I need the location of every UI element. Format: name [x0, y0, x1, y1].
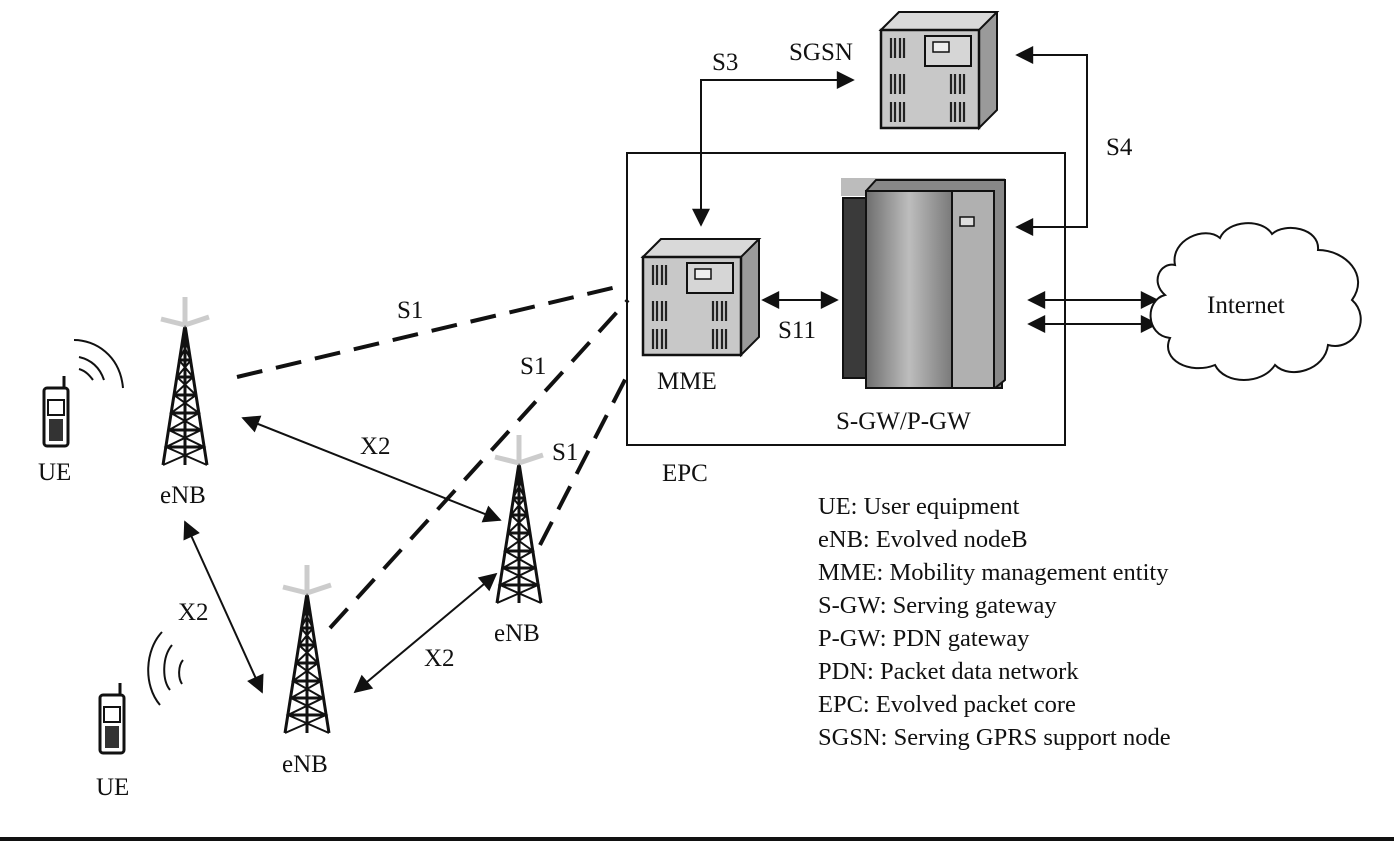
- gateway-server-icon: [841, 178, 1006, 389]
- ue-label-2: UE: [96, 774, 129, 801]
- s3-label: S3: [712, 49, 738, 76]
- ue-phone-icon: [42, 374, 70, 448]
- abbreviation-legend: UE: User equipment eNB: Evolved nodeB MM…: [818, 490, 1171, 754]
- s4-label: S4: [1106, 134, 1133, 161]
- x2-link-enb1-enb2: [241, 415, 502, 523]
- epc-label: EPC: [662, 460, 708, 487]
- radio-waves-icon: [147, 631, 184, 706]
- x2-label-c: X2: [424, 645, 455, 672]
- s11-label: S11: [778, 317, 816, 344]
- s3-link: [692, 71, 855, 227]
- s1-link-enb2: [538, 369, 632, 546]
- mme-label: MME: [657, 368, 717, 395]
- radio-waves-icon: [73, 339, 124, 389]
- internet-cloud-icon: [1149, 222, 1362, 381]
- legend-item: UE: User equipment: [818, 493, 1020, 520]
- enb-label-1: eNB: [160, 482, 206, 509]
- ue-label-1: UE: [38, 459, 71, 486]
- legend-item: S-GW: Serving gateway: [818, 592, 1057, 619]
- legend-item: eNB: Evolved nodeB: [818, 526, 1028, 553]
- enb-tower-icon: [495, 435, 543, 603]
- legend-item: P-GW: PDN gateway: [818, 625, 1030, 652]
- s1-label-a: S1: [397, 297, 423, 324]
- mme-server-icon: [641, 237, 761, 357]
- enb-label-2: eNB: [494, 620, 540, 647]
- s1-label-b: S1: [520, 353, 546, 380]
- x2-label-a: X2: [360, 433, 391, 460]
- s4-link: [1015, 46, 1088, 236]
- legend-item: SGSN: Serving GPRS support node: [818, 724, 1171, 751]
- sgsn-server-icon: [879, 10, 999, 130]
- x2-link-enb1-enb3: [183, 520, 264, 694]
- bottom-rule: [0, 837, 1394, 841]
- legend-item: PDN: Packet data network: [818, 658, 1079, 685]
- enb-tower-icon: [283, 565, 331, 733]
- x2-link-enb3-enb2: [353, 572, 498, 694]
- legend-item: MME: Mobility management entity: [818, 559, 1169, 586]
- s1-link-enb1: [236, 283, 626, 379]
- gateway-label: S-GW/P-GW: [836, 408, 971, 435]
- x2-label-b: X2: [178, 599, 209, 626]
- s1-label-c: S1: [552, 439, 578, 466]
- internet-label: Internet: [1207, 292, 1285, 319]
- ue-phone-icon: [98, 681, 126, 755]
- sgsn-label: SGSN: [789, 39, 853, 66]
- legend-item: EPC: Evolved packet core: [818, 691, 1076, 718]
- enb-label-3: eNB: [282, 751, 328, 778]
- enb-tower-icon: [161, 297, 209, 465]
